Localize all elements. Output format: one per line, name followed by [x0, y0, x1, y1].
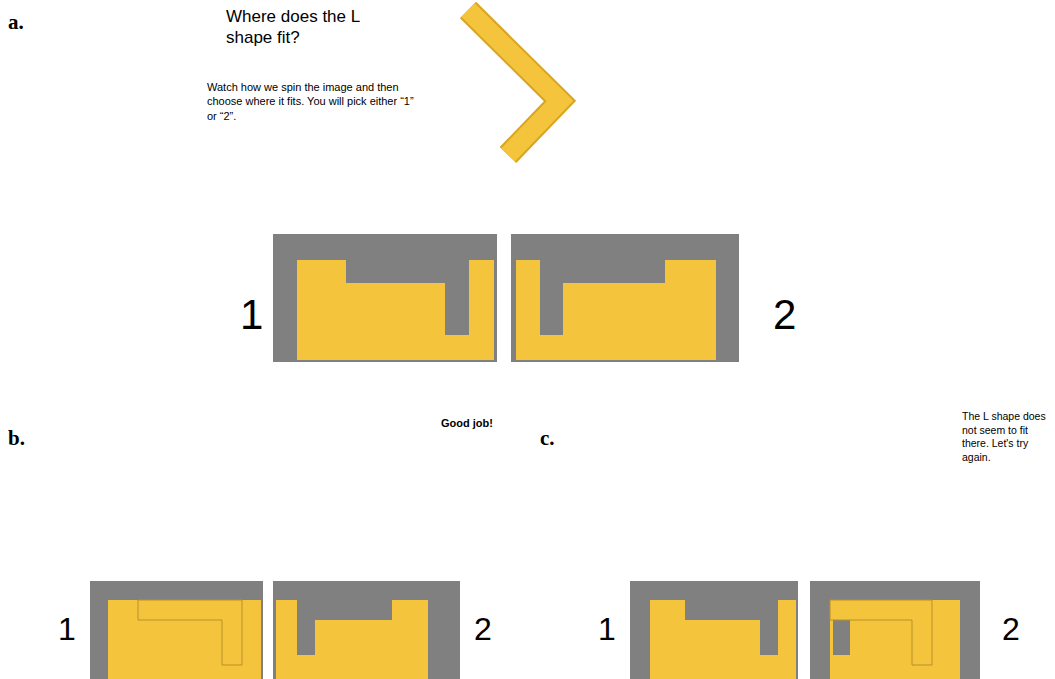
option-panel [630, 581, 798, 679]
panel-letter: a. [8, 10, 24, 35]
l-shape [468, 10, 560, 155]
option-panel [810, 581, 980, 679]
option-number: 2 [474, 610, 492, 648]
instruction-text: Watch how we spin the image and then cho… [207, 80, 417, 123]
feedback-text: The L shape does not seem to fit there. … [962, 410, 1052, 465]
option-panel [511, 234, 739, 362]
panel-letter: b. [8, 426, 25, 451]
option-number: 1 [240, 290, 263, 340]
option-number: 1 [598, 610, 616, 648]
option-panel [273, 234, 497, 362]
panel-letter: c. [540, 426, 555, 451]
option-number: 2 [1002, 610, 1020, 648]
option-number: 1 [58, 610, 76, 648]
feedback-text: Good job! [441, 417, 493, 430]
option-panel [273, 581, 460, 679]
option-number: 2 [773, 290, 796, 340]
option-panel [90, 581, 263, 679]
task-heading: Where does the L shape fit? [226, 6, 401, 49]
